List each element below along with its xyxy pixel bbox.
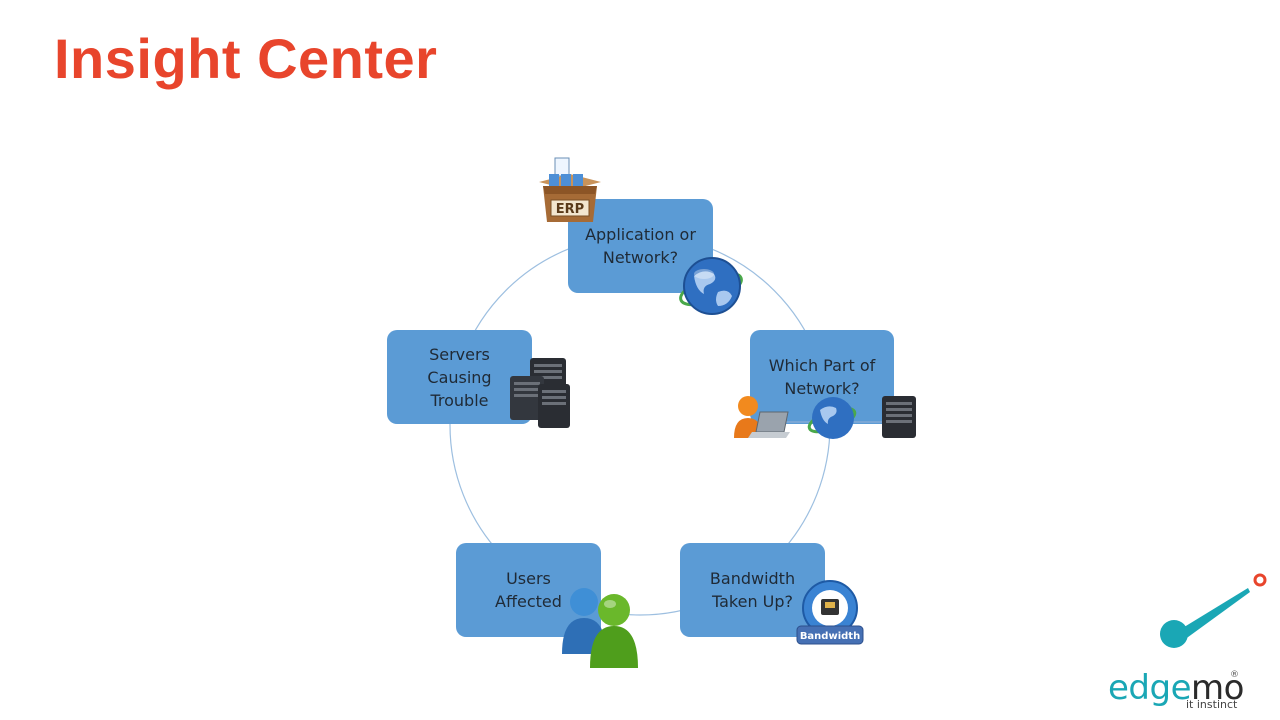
logo-registered-mark: ® [1230,670,1239,680]
logo-brand-first: edge [1108,668,1192,708]
erp-icon-label: ERP [556,202,584,217]
servers-icon [510,358,570,428]
bandwidth-icon: Bandwidth [796,580,864,645]
globe-icon [679,257,743,315]
page-title: Insight Center [54,27,438,90]
logo-brand-second: mo [1191,668,1244,708]
erp-box-icon: ERP [539,157,601,222]
logo-tagline: it instinct [1186,698,1238,711]
users-icon [562,588,638,668]
node-servers-causing-trouble: Servers Causing Trouble [387,330,532,424]
network-user-laptop-icon [734,396,916,439]
node-which-part-of-network: Which Part of Network? [750,330,894,424]
edgemo-logo-text: edgemo [1108,668,1244,708]
node-bandwidth-taken-up: Bandwidth Taken Up? [680,543,825,637]
bandwidth-icon-label: Bandwidth [800,631,860,642]
edgemo-logo-mark [1160,573,1267,648]
